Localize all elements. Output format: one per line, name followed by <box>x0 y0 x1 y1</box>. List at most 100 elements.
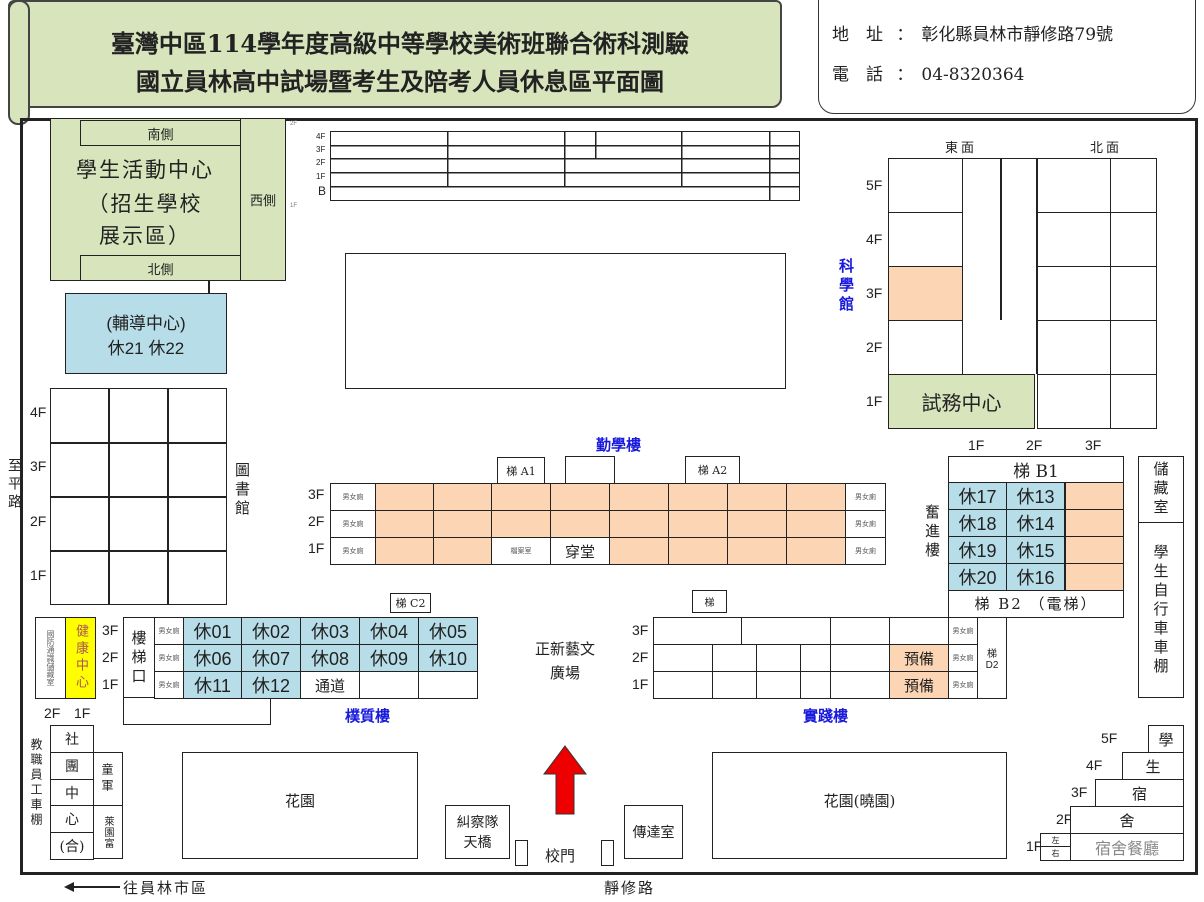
classroom[interactable] <box>888 158 963 213</box>
classroom[interactable] <box>418 671 478 699</box>
restroom[interactable]: 男女廁 <box>845 537 886 565</box>
club-center-cell[interactable]: 心 <box>50 805 94 833</box>
classroom[interactable] <box>1110 266 1157 321</box>
reserve-room[interactable]: 預備 <box>889 671 949 699</box>
reserve-room[interactable]: 預備 <box>889 644 949 672</box>
classroom[interactable] <box>741 617 831 645</box>
classroom[interactable] <box>1037 374 1111 429</box>
restroom[interactable]: 男女廁 <box>154 617 184 645</box>
dorm-floor[interactable]: 宿 <box>1095 779 1184 807</box>
classroom[interactable] <box>756 671 801 699</box>
classroom[interactable] <box>1037 158 1111 213</box>
restroom[interactable]: 男女廁 <box>948 671 978 699</box>
hallway[interactable]: 穿堂 <box>550 537 610 565</box>
classroom[interactable] <box>653 617 742 645</box>
rest-area[interactable]: 休11 <box>183 671 242 699</box>
classroom[interactable] <box>1110 320 1157 375</box>
shijian-stair[interactable]: 梯 <box>692 590 727 613</box>
classroom[interactable] <box>375 510 434 538</box>
rest-area[interactable]: 休13 <box>1006 482 1065 510</box>
classroom[interactable] <box>786 483 846 511</box>
classroom[interactable] <box>609 483 669 511</box>
classroom[interactable] <box>668 483 728 511</box>
club-center-cell[interactable]: (合) <box>50 832 94 860</box>
stair-b1[interactable]: 梯 B1 <box>948 456 1124 483</box>
north-building[interactable] <box>330 131 800 201</box>
stair-d2[interactable]: 梯 D2 <box>977 617 1007 699</box>
classroom[interactable] <box>830 617 890 645</box>
classroom[interactable] <box>653 671 713 699</box>
classroom[interactable] <box>727 483 787 511</box>
classroom[interactable] <box>1065 536 1124 564</box>
classroom[interactable] <box>1037 320 1111 375</box>
restroom[interactable]: 男女廁 <box>845 483 886 511</box>
restroom[interactable]: 男女廁 <box>154 644 184 672</box>
restroom[interactable]: 男女廁 <box>330 510 376 538</box>
puzhi-stair-entry[interactable]: 樓梯口 <box>123 617 155 699</box>
classroom[interactable] <box>1065 509 1124 537</box>
restroom[interactable]: 男女廁 <box>948 617 978 645</box>
dorm-floor[interactable]: 生 <box>1122 752 1184 780</box>
club-center-cell[interactable]: 中 <box>50 779 94 806</box>
rest-area[interactable]: 休06 <box>183 644 242 672</box>
rest-area[interactable]: 休01 <box>183 617 242 645</box>
classroom[interactable] <box>1110 374 1157 429</box>
classroom[interactable] <box>609 510 669 538</box>
dorm-floor[interactable]: 學 <box>1148 725 1184 753</box>
classroom[interactable] <box>609 537 669 565</box>
rest-area[interactable]: 休03 <box>300 617 360 645</box>
classroom[interactable] <box>375 483 434 511</box>
exam-center[interactable]: 試務中心 <box>888 374 1035 429</box>
classroom[interactable] <box>1110 158 1157 213</box>
rest-area[interactable]: 休20 <box>948 563 1007 591</box>
rest-area[interactable]: 休14 <box>1006 509 1065 537</box>
classroom[interactable] <box>1037 212 1111 267</box>
dorm-floor[interactable]: 舍 <box>1070 806 1184 834</box>
classroom[interactable] <box>888 266 963 321</box>
classroom[interactable] <box>712 671 757 699</box>
club-center-cell[interactable]: 社 <box>50 725 94 753</box>
restroom[interactable]: 男女廁 <box>330 483 376 511</box>
club-center-cell[interactable]: 團 <box>50 752 94 780</box>
rest-area[interactable]: 休16 <box>1006 563 1065 591</box>
rest-area[interactable]: 休12 <box>241 671 301 699</box>
classroom[interactable] <box>1065 482 1124 510</box>
archive-room[interactable]: 檔案室 <box>491 537 551 565</box>
classroom[interactable] <box>712 644 757 672</box>
rest-area[interactable]: 休08 <box>300 644 360 672</box>
rest-area[interactable]: 休04 <box>359 617 419 645</box>
classroom[interactable] <box>888 320 963 375</box>
rest-area[interactable]: 休05 <box>418 617 478 645</box>
rest-area[interactable]: 休17 <box>948 482 1007 510</box>
rest-area[interactable]: 休19 <box>948 536 1007 564</box>
classroom[interactable] <box>433 483 492 511</box>
classroom[interactable] <box>786 537 846 565</box>
dorm-right[interactable]: 右 <box>1040 846 1071 861</box>
health-center[interactable]: 健康中心 <box>65 617 96 699</box>
rest-area[interactable]: 休02 <box>241 617 301 645</box>
classroom[interactable] <box>668 537 728 565</box>
dining-hall[interactable]: 宿舍餐廳 <box>1070 833 1184 861</box>
restroom[interactable]: 男女廁 <box>948 644 978 672</box>
restroom[interactable]: 男女廁 <box>330 537 376 565</box>
stair-a1[interactable]: 梯 A1 <box>497 457 545 484</box>
classroom[interactable] <box>830 644 890 672</box>
stair-a2[interactable]: 梯 A2 <box>685 456 740 484</box>
classroom[interactable] <box>1037 266 1111 321</box>
classroom[interactable] <box>359 671 419 699</box>
passage[interactable]: 通道 <box>300 671 360 699</box>
classroom[interactable] <box>888 212 963 267</box>
classroom[interactable] <box>800 644 831 672</box>
classroom[interactable] <box>653 644 713 672</box>
counseling-center[interactable]: (輔導中心) 休21 休22 <box>65 293 227 374</box>
rest-area[interactable]: 休18 <box>948 509 1007 537</box>
classroom[interactable] <box>550 483 610 511</box>
classroom[interactable] <box>756 644 801 672</box>
classroom[interactable] <box>889 617 949 645</box>
classroom[interactable] <box>800 671 831 699</box>
classroom[interactable] <box>727 510 787 538</box>
rest-area[interactable]: 休15 <box>1006 536 1065 564</box>
rest-area[interactable]: 休09 <box>359 644 419 672</box>
classroom[interactable] <box>1065 563 1124 591</box>
restroom[interactable]: 男女廁 <box>154 671 184 699</box>
